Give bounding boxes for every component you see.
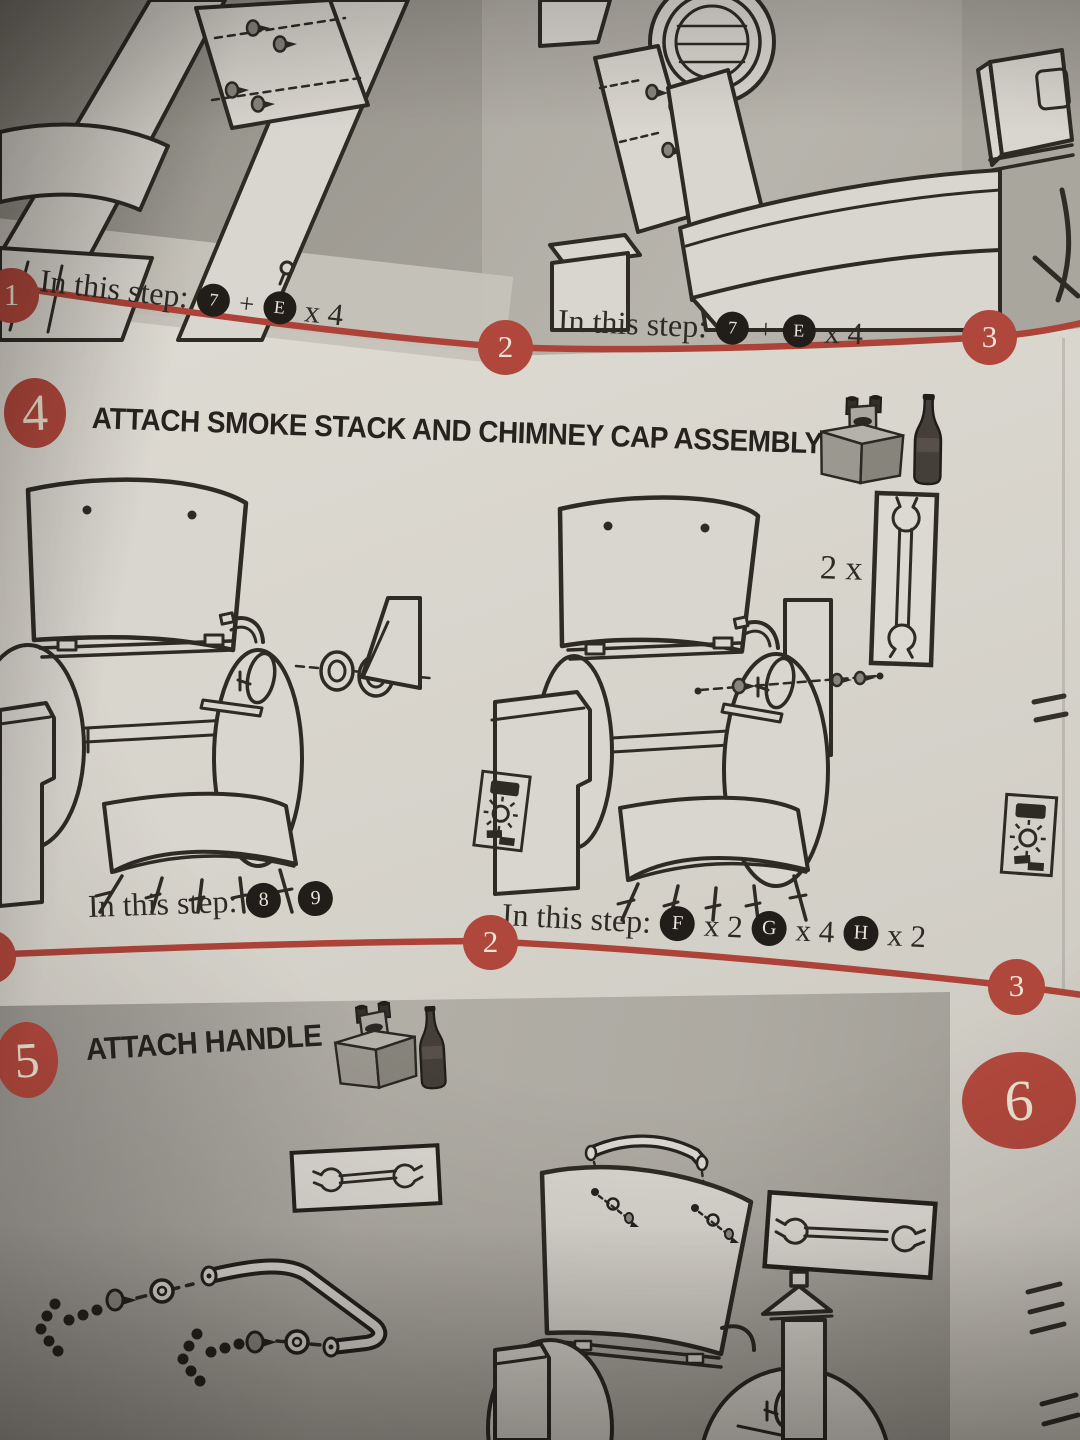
screw-icon [830, 672, 852, 688]
wrench-tool-box [289, 1143, 443, 1213]
beer-bottle-icon [913, 393, 943, 486]
six-pack-icon [333, 1000, 418, 1090]
step1-frame-legs-illustration [0, 0, 410, 342]
handle-end-cap [200, 1265, 218, 1287]
step-badge-1: 1 [0, 930, 16, 984]
step4-grill-washers-illustration [0, 477, 432, 914]
screw-icon [224, 81, 249, 99]
step-badge-3: 3 [962, 310, 1017, 365]
paper-crease [1062, 338, 1065, 993]
open-end-wrench-icon [312, 1163, 424, 1193]
screw-icon [272, 35, 297, 53]
step-badge-2: 2 [478, 320, 533, 375]
step-badge-3: 3 [988, 959, 1045, 1015]
chimney-cap [761, 1284, 833, 1316]
screw-icon [245, 19, 270, 37]
part-badge: 8 [245, 882, 282, 919]
hardware-kit-icon [472, 769, 532, 853]
step-badge-2: 2 [463, 915, 518, 970]
beer-bottle-icon [419, 1005, 447, 1090]
hardware-kit-icon [999, 792, 1059, 878]
part-badge: F [659, 905, 696, 943]
screw-icon [645, 83, 668, 101]
part-badge: 7 [715, 310, 750, 346]
step5-grill-handle-illustration [486, 1134, 938, 1440]
washer-icon [284, 1329, 310, 1355]
screw-icon [731, 677, 756, 695]
step2-leg-wheel-illustration [538, 0, 1002, 332]
open-end-wrench-icon [887, 496, 921, 659]
screw-icon [624, 1212, 639, 1227]
part-badge: E [781, 313, 817, 349]
step4-grill-smokestack-illustration [490, 490, 940, 922]
chimney-stack [781, 1318, 827, 1440]
screw-icon [853, 670, 875, 686]
washer-icon [319, 650, 355, 692]
six-pack-icon [819, 394, 905, 485]
chimney-elbow [360, 596, 422, 690]
screw-icon [245, 1330, 277, 1354]
handle-end-cap [322, 1336, 340, 1358]
part-badge: H [842, 914, 880, 952]
dotted-arrow-icon [35, 1298, 103, 1357]
screw-icon [105, 1288, 137, 1312]
screw-icon [250, 95, 275, 113]
wrench-tool-box [762, 1189, 938, 1281]
part-badge: E [261, 289, 298, 327]
open-end-wrench-icon [774, 1217, 927, 1253]
part-badge: 7 [195, 282, 232, 319]
part-badge: G [750, 910, 788, 947]
step5-handle-hardware-illustration [35, 1258, 388, 1387]
screw-icon [724, 1228, 739, 1243]
wrench-tool-box [868, 490, 940, 668]
step3-hopper-illustration [976, 48, 1080, 303]
tool-quantity-label: 2 x [819, 549, 864, 588]
dotted-arrow-icon [177, 1328, 245, 1387]
washer-icon [149, 1278, 175, 1304]
part-badge: 9 [297, 880, 334, 917]
adjacent-panel-marks [1025, 693, 1080, 1427]
